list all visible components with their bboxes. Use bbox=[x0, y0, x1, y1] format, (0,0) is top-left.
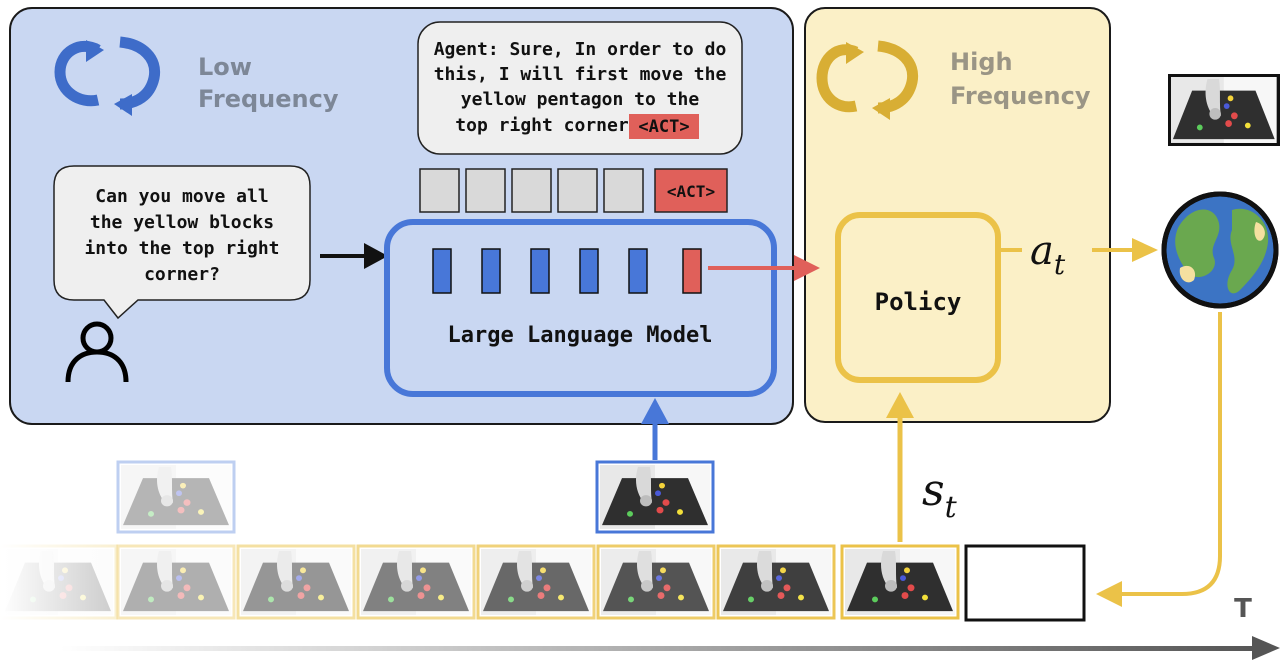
world-to-timeline-arrow bbox=[1118, 312, 1222, 596]
timeline-frame-current bbox=[840, 544, 960, 620]
token-slot bbox=[419, 168, 460, 213]
llm-label: Large Language Model bbox=[448, 323, 713, 348]
low-frequency-title-line2: Frequency bbox=[198, 85, 339, 113]
timeline-frame bbox=[356, 544, 476, 620]
action-symbol: at bbox=[1030, 228, 1066, 281]
llm-token bbox=[530, 248, 550, 294]
llm-tokens bbox=[432, 248, 702, 294]
llm-token bbox=[628, 248, 648, 294]
globe-icon bbox=[1161, 191, 1279, 309]
user-speech-bubble bbox=[53, 165, 311, 320]
agent-message-line-3: yellow pentagon to the bbox=[461, 89, 700, 110]
llm-box bbox=[384, 219, 777, 397]
user-message-line-3: into the top right bbox=[84, 238, 279, 259]
user-message-line-4: corner? bbox=[144, 264, 220, 285]
high-frequency-cycle-icon bbox=[816, 40, 919, 120]
high-frequency-title-line1: High bbox=[950, 48, 1013, 76]
agent-act-tag-bg bbox=[629, 114, 699, 139]
time-axis bbox=[60, 646, 1260, 651]
act-token-label: <ACT> bbox=[667, 182, 715, 201]
timeline-frame bbox=[476, 544, 596, 620]
token-slot bbox=[511, 168, 552, 213]
low-frequency-cycle-icon bbox=[54, 36, 161, 116]
policy-box bbox=[835, 212, 1001, 383]
state-symbol: st bbox=[922, 465, 958, 525]
time-axis-arrowhead bbox=[1252, 636, 1280, 660]
past-llm-observation-thumbnail bbox=[116, 460, 236, 534]
timeline-frame bbox=[236, 544, 356, 620]
act-token-slot bbox=[654, 168, 728, 213]
llm-observation-thumbnail bbox=[595, 460, 715, 534]
high-frequency-title-line2: Frequency bbox=[950, 82, 1091, 110]
llm-token bbox=[579, 248, 599, 294]
environment-observation-thumbnail bbox=[1168, 74, 1280, 146]
user-message-line-1: Can you move all bbox=[95, 186, 268, 207]
token-slot bbox=[603, 168, 644, 213]
llm-token bbox=[481, 248, 501, 294]
observation-to-llm-arrowhead bbox=[641, 398, 669, 424]
world-to-timeline-arrowhead bbox=[1096, 581, 1122, 607]
agent-message-line-1: Agent: Sure, In order to do bbox=[434, 39, 727, 60]
timeline-fade-overlay bbox=[0, 540, 120, 624]
timeline-frame bbox=[116, 544, 236, 620]
policy-label: Policy bbox=[875, 288, 962, 316]
agent-message-line-2: this, I will first move the bbox=[434, 64, 727, 85]
timeline-frame bbox=[716, 544, 836, 620]
llm-to-policy-arrowhead bbox=[794, 255, 820, 281]
low-frequency-title-line1: Low bbox=[198, 53, 252, 81]
agent-message-line-4: top right corner bbox=[455, 115, 629, 136]
llm-act-token bbox=[682, 248, 702, 294]
action-arrowhead bbox=[1132, 238, 1158, 262]
user-to-llm-arrowhead bbox=[364, 243, 388, 269]
timeline-frame-next-empty bbox=[964, 544, 1086, 622]
agent-act-tag: <ACT> bbox=[638, 117, 689, 137]
llm-token bbox=[432, 248, 452, 294]
state-to-policy-arrowhead bbox=[886, 392, 914, 418]
timeline-frame bbox=[596, 544, 716, 620]
user-icon bbox=[65, 321, 129, 383]
token-slot bbox=[557, 168, 598, 213]
token-slot bbox=[465, 168, 506, 213]
user-message-line-2: the yellow blocks bbox=[90, 212, 274, 233]
timeline-frames bbox=[0, 544, 1086, 622]
token-row bbox=[419, 168, 728, 213]
time-axis-label: T bbox=[1234, 594, 1252, 624]
